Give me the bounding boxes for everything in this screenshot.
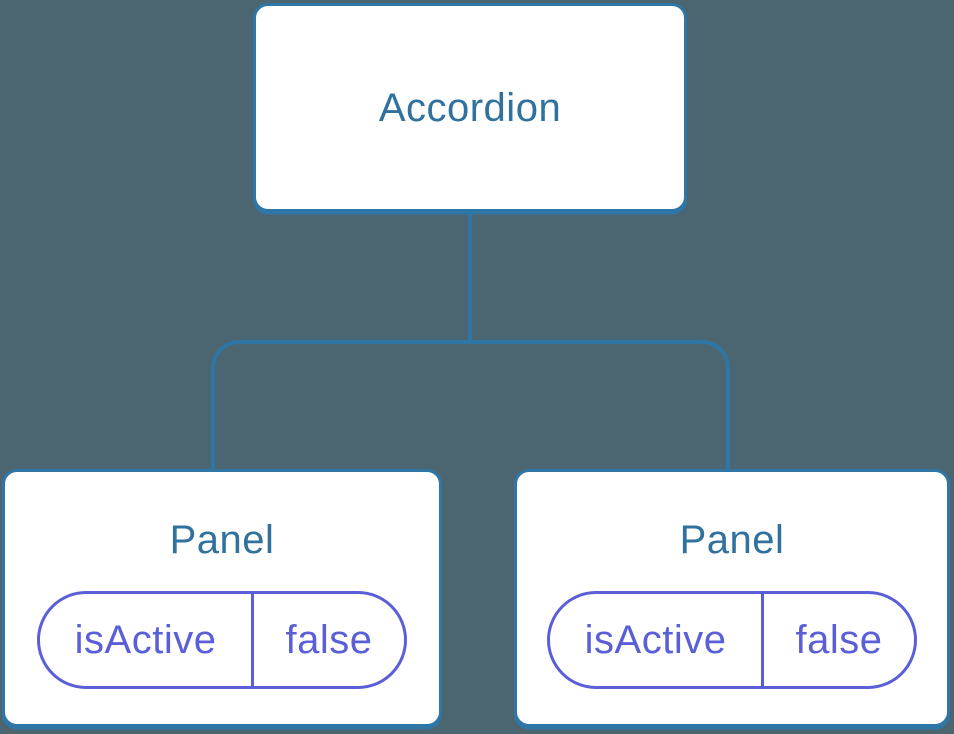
prop-value: false xyxy=(285,617,373,662)
prop-name: isActive xyxy=(40,594,255,686)
prop-pill: isActive false xyxy=(547,591,917,689)
accordion-node-label: Accordion xyxy=(378,85,562,130)
connector-branch-bracket xyxy=(211,340,730,469)
tree-node-accordion: Accordion xyxy=(253,3,687,212)
panel-node-label: Panel xyxy=(679,518,785,562)
prop-pill: isActive false xyxy=(37,591,407,689)
tree-node-panel-right: Panel isActive false xyxy=(514,469,950,727)
prop-value: false xyxy=(795,617,883,662)
panel-node-label: Panel xyxy=(169,518,275,562)
tree-node-panel-left: Panel isActive false xyxy=(2,469,442,727)
connector-stem xyxy=(468,211,472,344)
prop-name: isActive xyxy=(550,594,765,686)
